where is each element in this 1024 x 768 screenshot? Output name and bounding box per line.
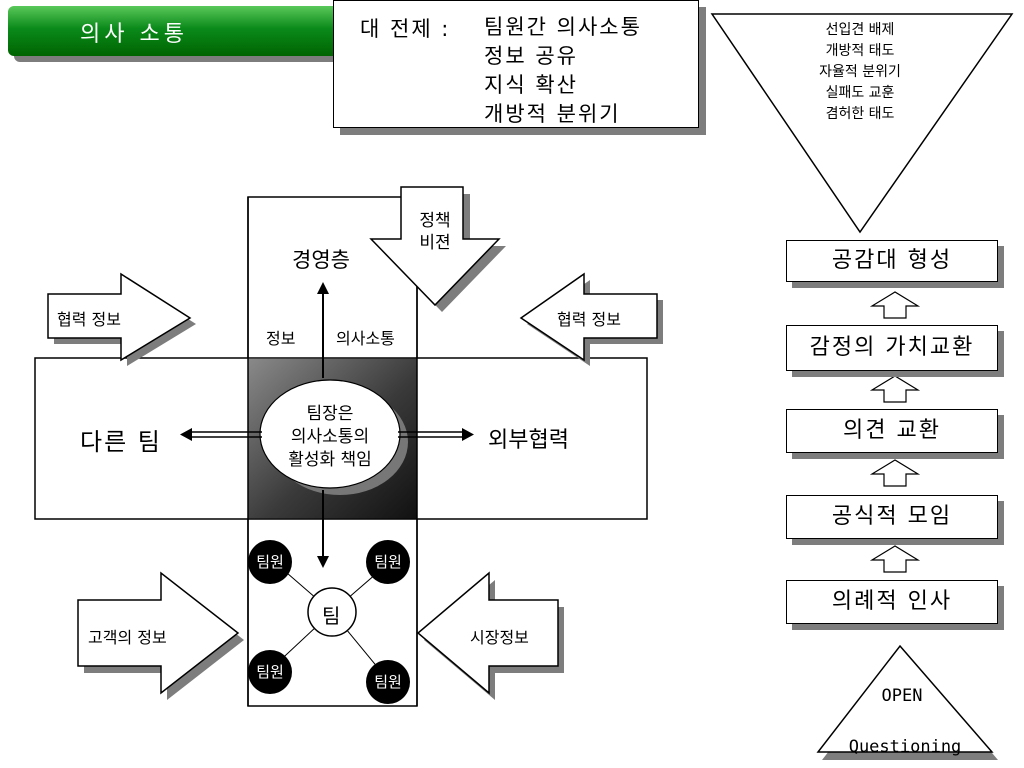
premise-item: 팀원간 의사소통 bbox=[484, 15, 642, 39]
market-info-label: 시장정보 bbox=[470, 628, 529, 647]
customer-arrow bbox=[77, 571, 240, 695]
center-circle bbox=[259, 379, 401, 489]
coop-info-left-label: 협력 정보 bbox=[57, 310, 121, 329]
step-arrow bbox=[869, 291, 921, 573]
team-circle bbox=[307, 587, 357, 637]
coop-left-arrow bbox=[47, 272, 192, 362]
premise-item: 정보 공유 bbox=[484, 44, 578, 68]
coop-right-arrow bbox=[519, 272, 658, 362]
step-box: 의례적 인사 bbox=[786, 580, 998, 624]
policy-arrow-text: 정책 비젼 bbox=[404, 210, 466, 254]
team-member-node: 팀원 bbox=[366, 660, 410, 704]
questioning-label: Questioning bbox=[848, 737, 962, 757]
step-box: 의견 교환 bbox=[786, 409, 998, 453]
title-bar bbox=[8, 6, 360, 56]
center-text: 팀장은 의사소통의 활성화 책임 bbox=[262, 403, 398, 472]
premise-items: 팀원간 의사소통 정보 공유 지식 확산 개방적 분위기 bbox=[484, 13, 642, 129]
management-label: 경영층 bbox=[292, 248, 350, 272]
policy-text: 정책 bbox=[419, 211, 451, 231]
customer-info-label: 고객의 정보 bbox=[88, 628, 167, 647]
premise-item: 개방적 분위기 bbox=[484, 102, 621, 126]
center-line: 활성화 책임 bbox=[288, 450, 372, 470]
market-arrow bbox=[416, 571, 559, 695]
funnel-line: 자율적 분위기 bbox=[819, 64, 901, 80]
funnel-line: 선입견 배제 bbox=[825, 22, 895, 38]
external-coop-label: 외부협력 bbox=[488, 428, 569, 453]
funnel-text: 선입견 배제 개방적 태도 자율적 분위기 실패도 교훈 겸허한 태도 bbox=[790, 20, 930, 125]
team-member-node: 팀원 bbox=[366, 540, 410, 584]
step-box: 공식적 모임 bbox=[786, 495, 998, 539]
comm-label: 의사소통 bbox=[336, 329, 395, 348]
other-team-label: 다른 팀 bbox=[80, 428, 162, 456]
center-line: 의사소통의 bbox=[290, 427, 370, 447]
page-title: 의사 소통 bbox=[80, 22, 188, 47]
policy-arrow bbox=[369, 186, 501, 307]
open-label: OPEN bbox=[881, 686, 923, 706]
premise-box: 대 전제 : 팀원간 의사소통 정보 공유 지식 확산 개방적 분위기 bbox=[333, 0, 699, 128]
vision-text: 비젼 bbox=[419, 233, 451, 253]
funnel-line: 개방적 태도 bbox=[825, 43, 895, 59]
team-member-node: 팀원 bbox=[248, 650, 292, 694]
step-box: 공감대 형성 bbox=[786, 240, 998, 282]
premise-label: 대 전제 : bbox=[360, 17, 451, 41]
funnel-line: 실패도 교훈 bbox=[825, 85, 895, 101]
funnel-line: 겸허한 태도 bbox=[825, 106, 895, 122]
coop-info-right-label: 협력 정보 bbox=[557, 310, 621, 329]
open-triangle bbox=[816, 644, 994, 753]
team-member-node: 팀원 bbox=[248, 540, 292, 584]
step-box: 감정의 가치교환 bbox=[786, 325, 998, 371]
info-label: 정보 bbox=[266, 329, 296, 348]
center-line: 팀장은 bbox=[306, 404, 354, 424]
premise-item: 지식 확산 bbox=[484, 73, 578, 97]
funnel-triangle bbox=[710, 13, 1014, 234]
team-label: 팀 bbox=[322, 604, 341, 628]
